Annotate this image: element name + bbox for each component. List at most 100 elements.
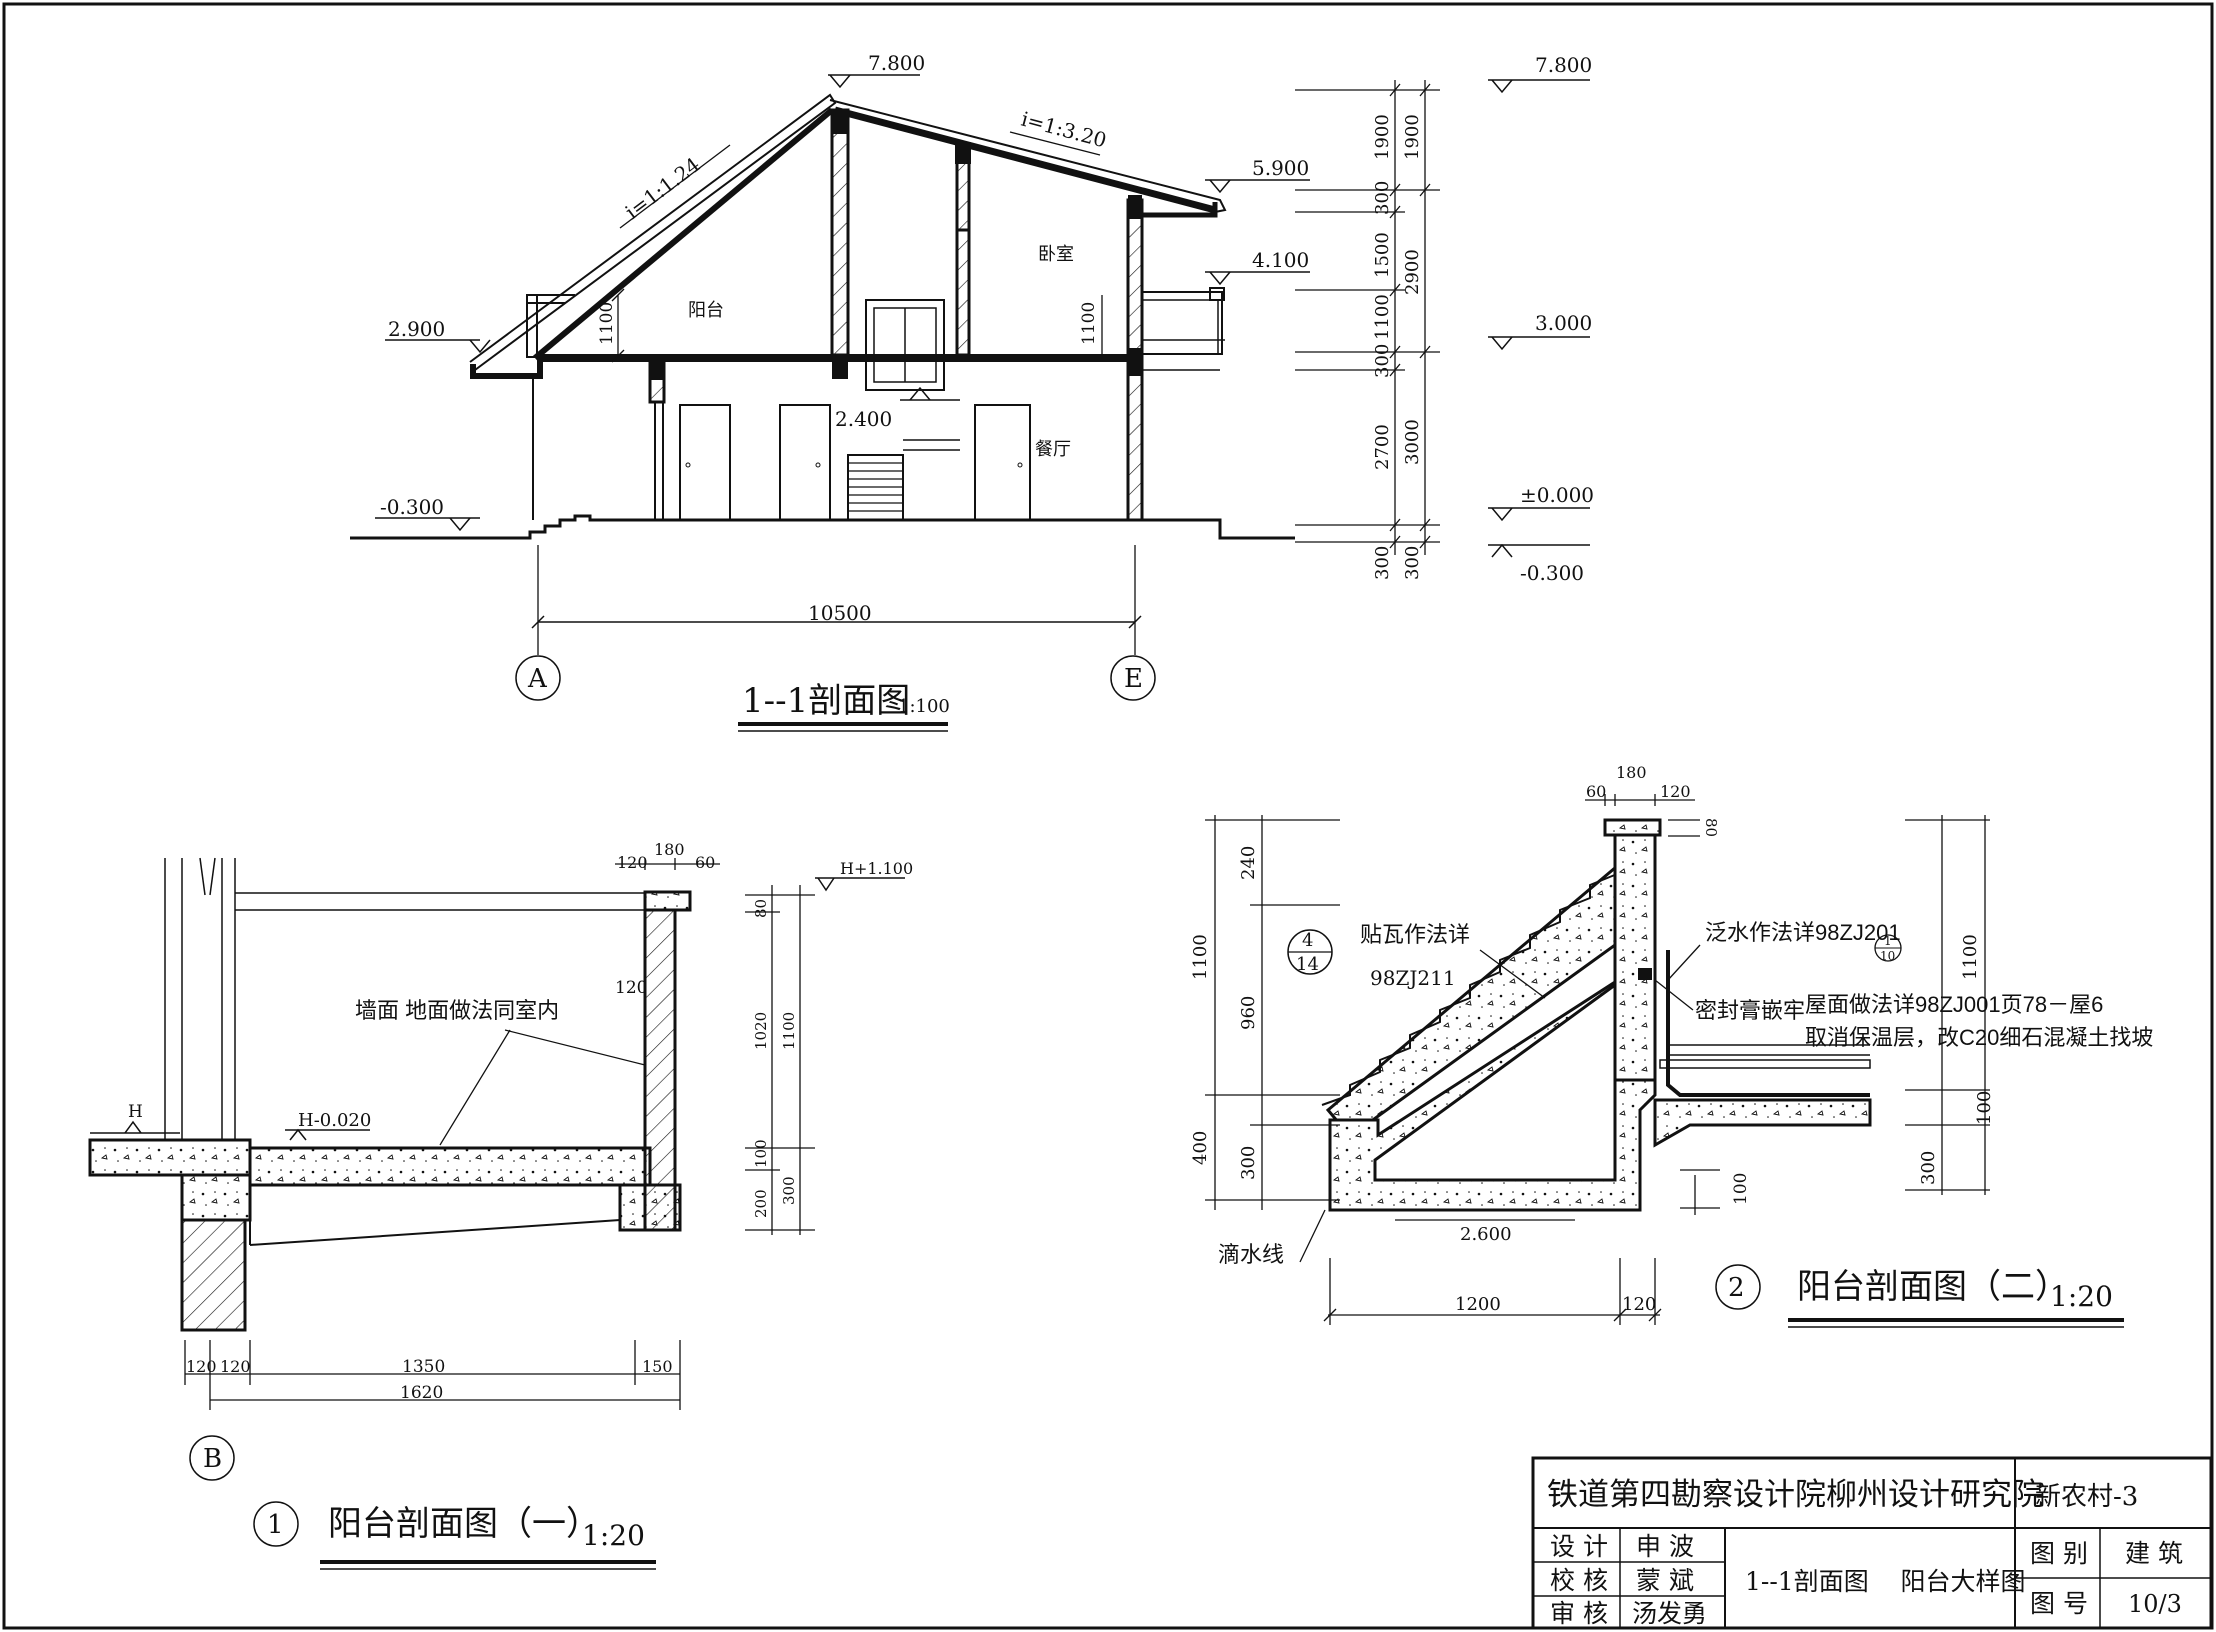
d1-level-top: H+1.100	[840, 859, 913, 878]
d1-total: 1620	[400, 1383, 443, 1403]
rdim-a-3: 1500	[1372, 232, 1393, 278]
d1-top-3: 60	[695, 853, 715, 872]
d1-top-1: 120	[617, 853, 648, 872]
rdim-b-4: 300	[1402, 546, 1423, 580]
d2-ldim-a1: 1100	[1190, 934, 1211, 980]
rail-dim-right: 1100	[1079, 302, 1099, 345]
tb-k2: 图 号	[2030, 1589, 2088, 1618]
d2-ldim-a2: 400	[1190, 1131, 1211, 1165]
level-ground-left: -0.300	[380, 495, 444, 519]
d2-cap-dim: 80	[1702, 818, 1720, 837]
d2-flash-ref-num: 1	[1884, 934, 1892, 948]
d1-rdim-a4: 200	[752, 1189, 770, 1218]
d1-level-h020: H-0.020	[298, 1110, 371, 1131]
d1-note: 墙面 地面做法同室内	[355, 998, 559, 1023]
axis-e: E	[1124, 664, 1143, 694]
d2-ldim-b3: 300	[1238, 1146, 1259, 1180]
d2-rdim-b1: 300	[1918, 1151, 1939, 1185]
d2-num: 2	[1728, 1273, 1745, 1303]
level-ground-right: -0.300	[1520, 561, 1584, 585]
tb-v2: 10/3	[2128, 1590, 2182, 1618]
d2-tile-ref-num: 4	[1302, 930, 1313, 951]
room-dining: 餐厅	[1035, 439, 1071, 459]
rdim-a-2: 300	[1372, 181, 1393, 215]
d1-rdim-a1: 80	[752, 899, 770, 918]
d2-ldim-b2: 960	[1238, 996, 1259, 1030]
rdim-b-3: 3000	[1402, 419, 1423, 465]
d2-note-seal: 密封膏嵌牢	[1695, 998, 1805, 1023]
d2-top-3: 120	[1660, 782, 1691, 801]
slope-left: i=1:1.24	[621, 152, 705, 224]
main-section: 7.800 5.900 4.100 2.900 2.400 -0.300 i=1…	[350, 51, 1594, 732]
d2-note-tile-code: 98ZJ211	[1370, 966, 1456, 990]
rdim-a-4: 1100	[1372, 294, 1393, 340]
level-stair: 2.400	[835, 407, 892, 431]
detail-1: H H-0.020 墙面 地面做法同室内 120 120 1 80 60 H+1.…	[88, 840, 913, 1570]
detail-2: 滴水线 4 14 贴瓦作法详 98ZJ211 泛水作法详98ZJ201 1 10…	[1190, 763, 2153, 1328]
d2-rdim-a1: 1100	[1960, 934, 1981, 980]
dim-width: 10500	[808, 601, 872, 625]
d2-dim-100: 100	[1731, 1173, 1751, 1205]
tb-role-1: 设 计	[1550, 1532, 1608, 1561]
rdim-a-6: 2700	[1372, 424, 1393, 470]
d1-rdim-b2: 300	[780, 1176, 798, 1205]
d2-title: 阳台剖面图（二）	[1797, 1267, 2069, 1307]
d1-title: 阳台剖面图（一）	[328, 1504, 600, 1544]
tb-name-2: 蒙 斌	[1636, 1566, 1694, 1595]
d2-scale: 1:20	[2050, 1280, 2113, 1313]
tb-name-3: 汤发勇	[1632, 1599, 1707, 1628]
d2-bdim-1: 1200	[1455, 1294, 1501, 1315]
d2-ldim-b1: 240	[1238, 846, 1259, 880]
level-eave-left: 2.900	[388, 317, 445, 341]
d1-level-h: H	[128, 1102, 143, 1122]
d1-rdim-b1: 1100	[780, 1012, 798, 1050]
tb-name-1: 申 波	[1636, 1532, 1694, 1561]
d2-rdim-a2: 100	[1974, 1091, 1995, 1125]
tb-role-3: 审 核	[1550, 1599, 1608, 1628]
main-scale: 1:100	[898, 696, 950, 717]
d2-top-1: 60	[1586, 782, 1606, 801]
rdim-a-7: 300	[1372, 546, 1393, 580]
axis-a: A	[527, 664, 548, 694]
d2-top-2: 180	[1616, 763, 1647, 782]
level-ridge: 7.800	[868, 51, 925, 75]
room-balcony: 阳台	[688, 300, 724, 320]
d1-scale: 1:20	[582, 1519, 645, 1552]
d1-bdim-4: 150	[642, 1357, 673, 1376]
d1-rdim-a3: 100	[752, 1139, 770, 1168]
d1-axis-b: B	[203, 1444, 222, 1474]
d2-note-tile: 贴瓦作法详	[1360, 922, 1470, 947]
d1-bdim-3: 1350	[402, 1357, 445, 1377]
d1-bdim-1: 120	[186, 1357, 217, 1376]
d2-drip: 滴水线	[1218, 1242, 1284, 1267]
d2-slope-val: 2.600	[1460, 1224, 1512, 1245]
level-ridge-right: 7.800	[1535, 53, 1592, 77]
d1-wall-dim: 120	[615, 978, 647, 998]
d1-bdim-2: 120	[220, 1357, 251, 1376]
rdim-b-1: 1900	[1402, 114, 1423, 160]
tb-v1: 建 筑	[2125, 1539, 2183, 1568]
tb-k1: 图 别	[2030, 1539, 2088, 1568]
d2-flash-ref-den: 10	[1880, 949, 1895, 963]
main-title: 1--1剖面图	[742, 681, 910, 721]
d2-note-flash: 泛水作法详98ZJ201	[1705, 920, 1901, 945]
rdim-a-5: 300	[1372, 344, 1393, 378]
d2-tile-ref-den: 14	[1296, 954, 1319, 975]
title-block: 铁道第四勘察设计院柳州设计研究院 新农村-3 设 计 校 核 审 核 申 波 蒙…	[1531, 1456, 2213, 1630]
d2-note-roof2: 取消保温层，改C20细石混凝土找坡	[1805, 1025, 2153, 1050]
d2-bdim-2: 120	[1622, 1294, 1656, 1315]
d1-num: 1	[267, 1510, 284, 1540]
rdim-a-1: 1900	[1372, 114, 1393, 160]
level-ground: ±0.000	[1520, 483, 1594, 507]
tb-project: 新农村-3	[2035, 1482, 2138, 1512]
level-balcony: 4.100	[1252, 248, 1309, 272]
room-bedroom: 卧室	[1038, 244, 1074, 264]
d1-rdim-a2: 1020	[752, 1012, 770, 1050]
level-eave-right: 5.900	[1252, 156, 1309, 180]
tb-company: 铁道第四勘察设计院柳州设计研究院	[1547, 1477, 2043, 1513]
rail-dim-left: 1100	[597, 302, 617, 345]
d2-note-roof1: 屋面做法详98ZJ001页78－屋6	[1805, 992, 2103, 1017]
rdim-b-2: 2900	[1402, 249, 1423, 295]
